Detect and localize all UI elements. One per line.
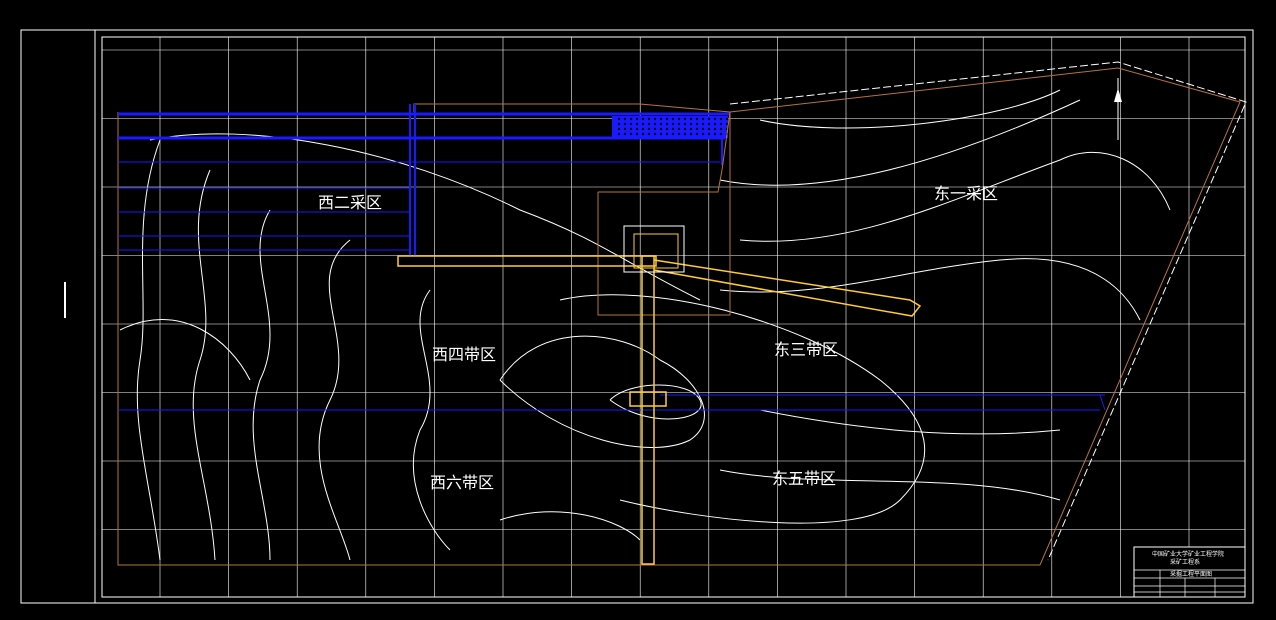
goaf-hatch-dot (629, 127, 633, 131)
goaf-hatch-dot (695, 122, 699, 126)
goaf-hatch-dot (689, 117, 693, 121)
goaf-hatch-dot (683, 132, 687, 136)
title-block-school: 中国矿业大学矿业工程学院 (1152, 550, 1224, 558)
goaf-hatch-dot (623, 127, 627, 131)
goaf-hatch-dot (707, 132, 711, 136)
goaf-hatch-dot (665, 117, 669, 121)
goaf-hatch-dot (629, 122, 633, 126)
contour-lines (119, 89, 1171, 561)
goaf-hatch-dot (719, 122, 723, 126)
goaf-hatch-dot (677, 122, 681, 126)
goaf-hatch-dot (653, 132, 657, 136)
zone-label-west-2: 西二采区 (318, 193, 382, 212)
goaf-hatch-dot (671, 117, 675, 121)
title-block-drawing-name: 采掘工程平面图 (1170, 570, 1212, 578)
goaf-hatch-dot (671, 132, 675, 136)
goaf-hatch-dot (671, 122, 675, 126)
goaf-hatch-dot (617, 132, 621, 136)
goaf-hatch-dot (713, 127, 717, 131)
goaf-hatch-dot (623, 132, 627, 136)
goaf-hatch-dot (713, 132, 717, 136)
goaf-hatch-dot (689, 127, 693, 131)
goaf-hatch-dot (713, 117, 717, 121)
goaf-hatch-dot (617, 127, 621, 131)
goaf-hatch-dot (617, 122, 621, 126)
goaf-hatch-dot (677, 127, 681, 131)
goaf-hatch-dot (653, 117, 657, 121)
goaf-hatch-dot (635, 132, 639, 136)
goaf-hatch-dot (695, 127, 699, 131)
goaf-hatch-dots (617, 117, 729, 136)
inner-frame (101, 36, 1246, 598)
shaft-area (623, 225, 685, 273)
goaf-hatch-dot (665, 122, 669, 126)
goaf-hatch-dot (617, 117, 621, 121)
goaf-hatch-dot (707, 122, 711, 126)
goaf-hatch-dot (695, 117, 699, 121)
goaf-hatch-dot (689, 132, 693, 136)
north-arrow-icon (1114, 78, 1122, 140)
zone-label-east-1: 东一采区 (934, 184, 998, 203)
goaf-hatch-dot (653, 122, 657, 126)
goaf-hatch-dot (689, 122, 693, 126)
goaf-hatch-dot (653, 127, 657, 131)
main-roadways (397, 233, 922, 565)
goaf-hatch-dot (665, 132, 669, 136)
goaf-hatch-dot (659, 132, 663, 136)
goaf-hatch-dot (671, 127, 675, 131)
goaf-hatch-dot (701, 117, 705, 121)
goaf-hatch-dot (641, 117, 645, 121)
goaf-hatch-dot (713, 122, 717, 126)
goaf-hatch-dot (683, 127, 687, 131)
goaf-hatch-dot (647, 127, 651, 131)
goaf-hatch-dot (629, 132, 633, 136)
goaf-hatch-dot (677, 117, 681, 121)
goaf-hatch-dot (635, 127, 639, 131)
goaf-hatched-area (612, 116, 728, 138)
goaf-hatch-dot (719, 132, 723, 136)
goaf-hatch-dot (707, 117, 711, 121)
goaf-hatch-dot (629, 117, 633, 121)
zone-label-west-4: 西四带区 (432, 345, 496, 364)
goaf-hatch-dot (641, 122, 645, 126)
shaft-pillar-boundary (597, 111, 731, 316)
coordinate-grid (102, 37, 1245, 597)
goaf-hatch-dot (659, 117, 663, 121)
goaf-hatch-dot (641, 132, 645, 136)
title-block: 中国矿业大学矿业工程学院 采矿工程系 采掘工程平面图 (1133, 546, 1246, 598)
goaf-hatch-dot (725, 122, 729, 126)
goaf-hatch-dot (683, 117, 687, 121)
goaf-hatch-dot (701, 132, 705, 136)
goaf-hatch-dot (635, 122, 639, 126)
goaf-hatch-dot (647, 117, 651, 121)
east-roadways (118, 394, 1106, 411)
outer-boundary-dashed (729, 61, 1247, 561)
goaf-hatch-dot (659, 122, 663, 126)
goaf-hatch-dot (701, 122, 705, 126)
goaf-hatch-dot (623, 122, 627, 126)
title-block-dept: 采矿工程系 (1170, 558, 1200, 566)
goaf-hatch-dot (683, 122, 687, 126)
goaf-hatch-dot (665, 127, 669, 131)
zone-label-west-6: 西六带区 (430, 473, 494, 492)
goaf-hatch-dot (647, 122, 651, 126)
goaf-hatch-dot (635, 117, 639, 121)
goaf-hatch-dot (677, 132, 681, 136)
goaf-hatch-dot (719, 127, 723, 131)
goaf-hatch-dot (647, 132, 651, 136)
goaf-hatch-dot (725, 117, 729, 121)
minefield-boundary (117, 67, 1241, 566)
goaf-hatch-dot (701, 127, 705, 131)
goaf-hatch-dot (719, 117, 723, 121)
goaf-hatch-dot (641, 127, 645, 131)
zone-label-east-5: 东五带区 (772, 469, 836, 488)
goaf-hatch-dot (695, 132, 699, 136)
goaf-hatch-dot (623, 117, 627, 121)
zone-label-east-3: 东三带区 (774, 340, 838, 359)
goaf-hatch-dot (707, 127, 711, 131)
goaf-hatch-dot (659, 127, 663, 131)
outer-frame (20, 29, 1254, 604)
